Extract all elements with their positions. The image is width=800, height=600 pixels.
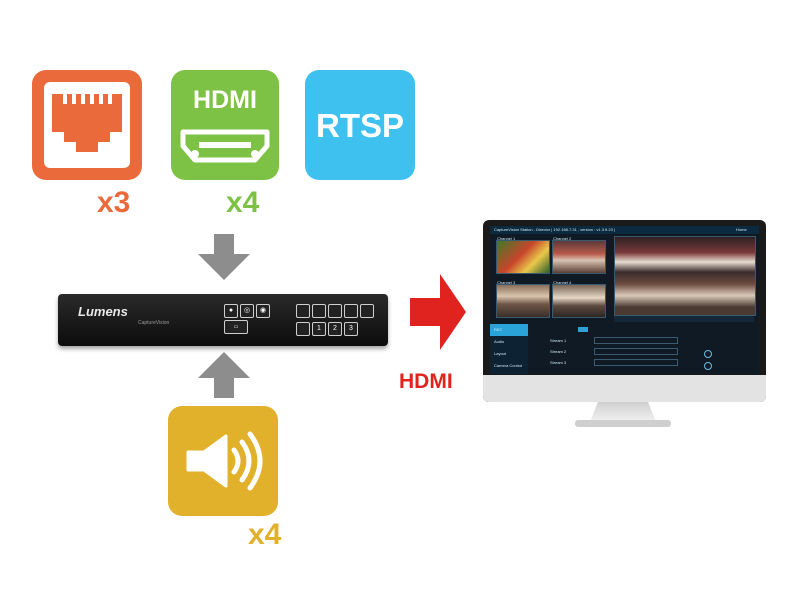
channel-4-preview[interactable] <box>552 284 606 318</box>
audio-input-icon <box>168 406 278 516</box>
audio-count: x4 <box>248 518 282 551</box>
arrow-up-icon <box>198 352 250 398</box>
device-model: CaptureVision <box>138 320 170 326</box>
record-toggle[interactable] <box>578 327 588 332</box>
device-button[interactable]: ▭ <box>224 320 248 334</box>
device-button[interactable] <box>296 304 310 318</box>
channel-2-preview[interactable] <box>552 240 606 274</box>
capture-device: Lumens CaptureVision ● ◎ ◉ ▭ 1 2 3 <box>58 294 388 346</box>
stream-url-field[interactable] <box>594 348 678 355</box>
arrow-right-icon <box>410 274 466 350</box>
speaker-icon <box>186 431 263 491</box>
rtsp-input-icon: RTSP <box>305 70 415 180</box>
settings-icon[interactable] <box>704 362 712 370</box>
monitor-base <box>575 420 671 427</box>
sidebar-item-layout[interactable]: Layout <box>494 351 507 356</box>
stream-row-label: Stream 1 <box>550 338 567 343</box>
device-button[interactable] <box>344 304 358 318</box>
device-button[interactable]: 1 <box>312 322 326 336</box>
hdmi-input-icon: HDMI <box>171 70 279 180</box>
hdmi-count: x4 <box>226 186 260 219</box>
stream-url-field[interactable] <box>594 337 678 344</box>
stream-row-label: Stream 2 <box>550 349 567 354</box>
monitor-stand <box>590 402 656 422</box>
device-button[interactable]: ◎ <box>240 304 254 318</box>
stream-row-label: Stream 3 <box>550 360 567 365</box>
device-button[interactable]: 2 <box>328 322 342 336</box>
settings-icon[interactable] <box>704 350 712 358</box>
device-button[interactable] <box>312 304 326 318</box>
home-link[interactable]: Home <box>736 227 747 232</box>
monitor-screen: CaptureVision Station - Director | 192.1… <box>490 226 759 374</box>
channel-3-label: Channel 3 <box>497 280 516 285</box>
window-title: CaptureVision Station - Director | 192.1… <box>494 227 615 232</box>
program-preview <box>614 236 756 316</box>
rtsp-tile-label: RTSP <box>315 107 404 144</box>
hdmi-tile-label: HDMI <box>193 86 257 114</box>
channel-4-label: Channel 4 <box>553 280 572 285</box>
arrow-down-icon <box>198 234 250 280</box>
monitor-chin <box>483 375 766 402</box>
device-button[interactable]: ◉ <box>256 304 270 318</box>
ethernet-input-icon <box>32 70 142 180</box>
sidebar-item-audio[interactable]: Audio <box>494 339 505 344</box>
sidebar-item-rec[interactable]: REC <box>490 324 528 336</box>
device-button[interactable] <box>328 304 342 318</box>
device-button[interactable] <box>296 322 310 336</box>
title-bar <box>490 226 759 234</box>
ethernet-count: x3 <box>97 186 131 219</box>
hdmi-output-label: HDMI <box>399 370 453 393</box>
device-brand: Lumens <box>78 304 128 319</box>
device-button[interactable]: ● <box>224 304 238 318</box>
ethernet-port-icon <box>44 82 130 168</box>
stream-url-field[interactable] <box>594 359 678 366</box>
sidebar-item-camera-control[interactable]: Camera Control <box>494 363 523 368</box>
device-button[interactable]: 3 <box>344 322 358 336</box>
device-button[interactable] <box>360 304 374 318</box>
playback-controls[interactable] <box>614 316 754 322</box>
hdmi-port-icon <box>180 129 270 163</box>
channel-3-preview[interactable] <box>496 284 550 318</box>
channel-2-label: Channel 2 <box>553 236 572 241</box>
channel-1-preview[interactable] <box>496 240 550 274</box>
channel-1-label: Channel 1 <box>497 236 516 241</box>
